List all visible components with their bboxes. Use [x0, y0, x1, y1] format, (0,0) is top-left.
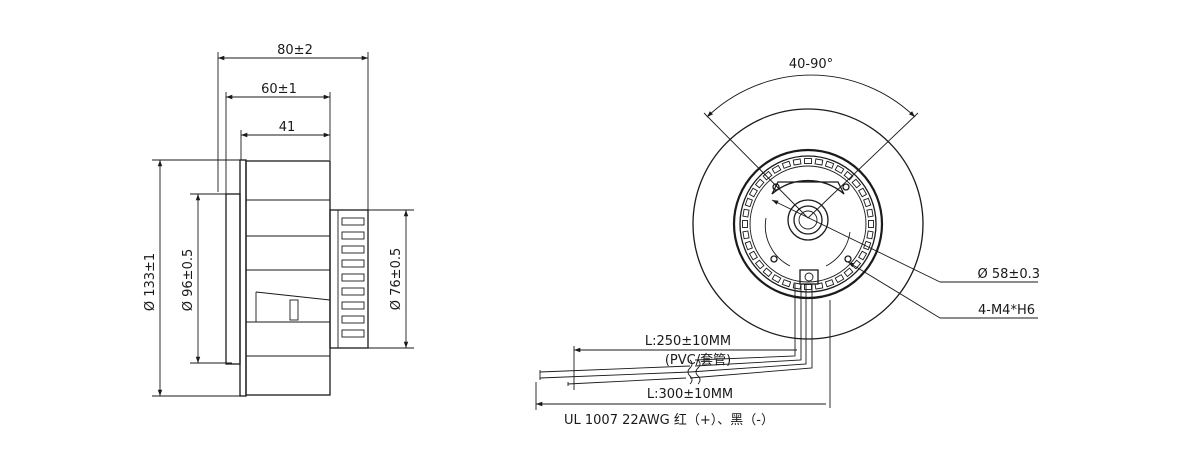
hub-fins [341, 217, 365, 338]
rim-tooth [744, 240, 753, 251]
rim-tooth [866, 208, 874, 218]
wire-spec-note: UL 1007 22AWG 红（+）、黑（-） [564, 412, 774, 428]
rim-tooth [748, 250, 758, 261]
hub-fin [341, 273, 365, 282]
hub-fin [341, 315, 365, 324]
rim-tooth [742, 230, 750, 240]
lead-long-length: L:300±10MM [647, 387, 733, 402]
rim-tooth [824, 160, 835, 169]
dim-inlet-dia: Ø 96±0.5 [181, 249, 196, 311]
rim-tooth [781, 160, 792, 169]
lead-wires [539, 284, 813, 386]
hub-fin [341, 259, 365, 268]
hub-fin [341, 231, 365, 240]
hub-fin [341, 217, 365, 226]
rim-tooth [748, 187, 758, 198]
dim-mount-circle: Ø 58±0.3 [978, 267, 1040, 282]
dim-hub-dia: Ø 76±0.5 [389, 248, 404, 310]
rim-tooth [814, 158, 824, 166]
rim-tooth [858, 187, 868, 198]
rim-tooth [851, 178, 862, 189]
dim-screw: 4-M4*H6 [978, 303, 1035, 318]
side-view: 80±2 60±1 41 Ø 133±1 Ø 96±0.5 Ø 76±0.5 [143, 43, 414, 397]
rim-tooth [781, 279, 792, 288]
dim-total-length: 80±2 [277, 43, 313, 58]
rim-tooth [762, 170, 773, 181]
rim-tooth [762, 267, 773, 278]
hub-fin [341, 301, 365, 310]
dim-inlet-length: 41 [279, 120, 296, 135]
rim-tooth [834, 164, 845, 174]
rim-tooth [742, 220, 748, 228]
hub-fin [341, 245, 365, 254]
hub-fin [341, 287, 365, 296]
rim-tooth [771, 164, 782, 174]
dim-outer-dia: Ø 133±1 [143, 253, 158, 311]
rim-tooth [754, 178, 765, 189]
rim-tooth [843, 170, 854, 181]
rim-tooth [866, 230, 874, 240]
rim-tooth [804, 158, 812, 164]
rim-tooth [843, 267, 854, 278]
fan-body-side [225, 159, 369, 397]
rim-tooth [792, 158, 802, 166]
screw-holes [770, 183, 852, 263]
rim-tooth [863, 240, 872, 251]
rim-tooth [744, 197, 753, 208]
lead-short-length: L:250±10MM [645, 334, 731, 349]
rim-tooth [742, 208, 750, 218]
rim-tooth [771, 274, 782, 284]
rim-tooth [863, 197, 872, 208]
rim-tooth [824, 279, 835, 288]
rim-tooth [834, 274, 845, 284]
dim-angle: 40-90° [789, 57, 833, 72]
rim-tooth [754, 259, 765, 270]
dim-body-length: 60±1 [261, 82, 297, 97]
lead-sleeve-note: (PVC/套管) [665, 352, 731, 368]
front-view: 40-90° Ø 58±0.3 [535, 57, 1040, 428]
rim-teeth [742, 158, 874, 290]
rim-tooth [792, 282, 802, 290]
rim-tooth [868, 220, 874, 228]
rim-tooth [858, 250, 868, 261]
hub-fin [341, 329, 365, 338]
